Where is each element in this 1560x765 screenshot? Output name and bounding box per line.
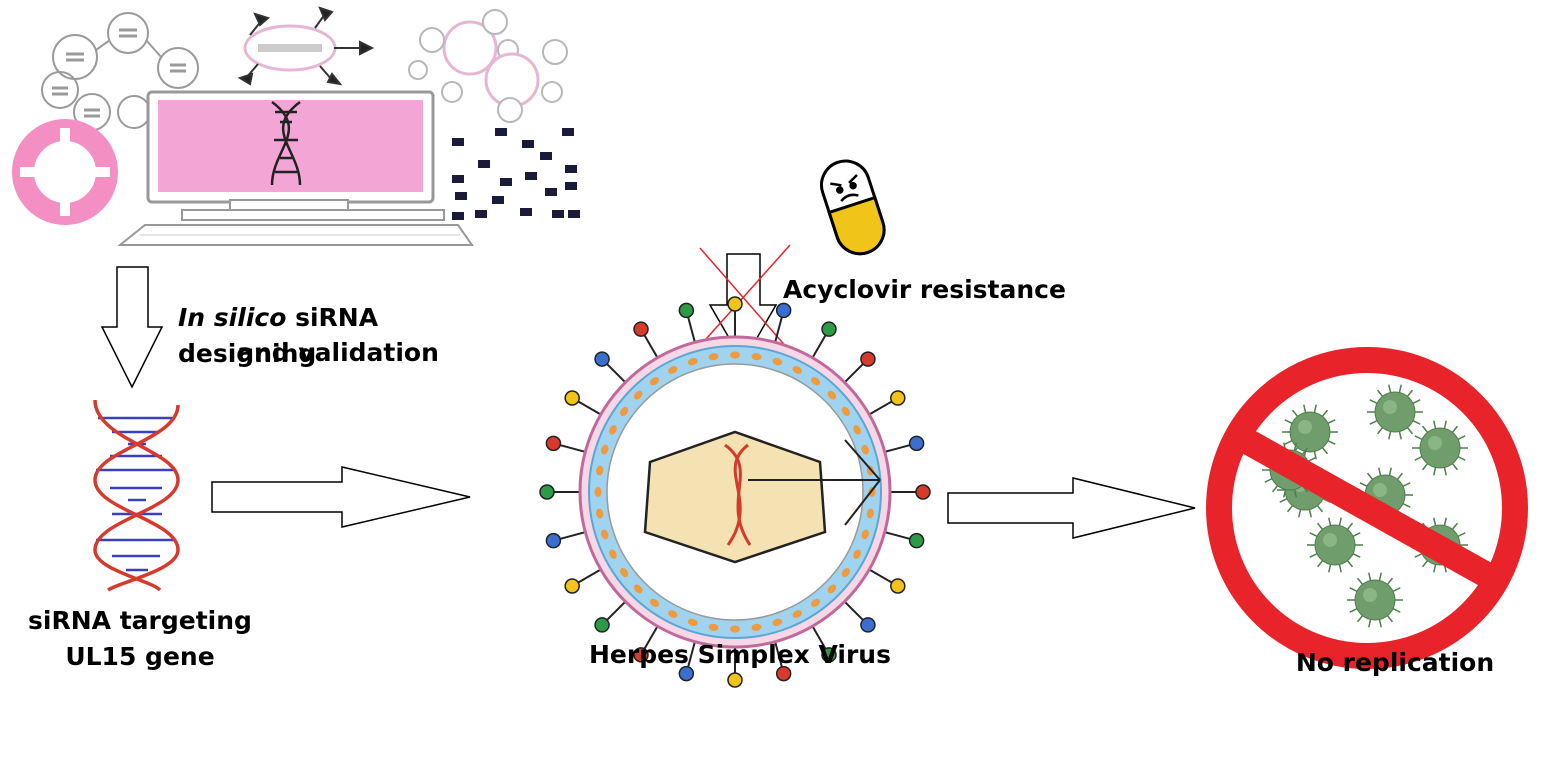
tegument-dot	[687, 618, 698, 626]
tegument-dot	[730, 351, 740, 359]
tegument-dot	[620, 567, 629, 578]
tegument-dot	[792, 366, 802, 374]
virus-spike-head	[775, 302, 792, 319]
tegument-dot	[751, 623, 762, 631]
tegument-dot	[866, 508, 874, 519]
tegument-dot	[792, 610, 802, 618]
no-replication-sign-icon	[1206, 347, 1528, 669]
tegument-dot	[861, 529, 869, 540]
virus-spike-head	[908, 532, 925, 549]
right-arrow-to-virus	[211, 466, 471, 528]
acyclovir-label: Acyclovir resistance	[783, 275, 1066, 304]
tegument-dot	[649, 377, 660, 386]
tegument-dot	[861, 444, 869, 455]
tegument-dot	[841, 406, 850, 417]
sirna-label-line1: siRNA targeting	[28, 606, 252, 635]
down-arrow-left	[100, 266, 164, 389]
virus-spike-head	[678, 665, 695, 682]
virus-spike-head	[545, 435, 562, 452]
tegument-dot	[687, 358, 698, 366]
tegument-dot	[841, 567, 850, 578]
sirna-label-line2: UL15 gene	[65, 642, 215, 671]
virus-spike-head	[539, 484, 555, 500]
tegument-dot	[751, 353, 762, 361]
tegument-dot	[649, 598, 660, 607]
in-silico-label-line2: and validation	[237, 338, 439, 367]
tegument-dot	[810, 598, 821, 607]
virus-spike-head	[821, 321, 837, 337]
mini-virus-icon	[1347, 572, 1403, 628]
tegument-dot	[596, 465, 604, 476]
tegument-dot	[633, 390, 643, 400]
angry-pill-icon	[820, 159, 886, 256]
virus-spike-head	[890, 578, 906, 594]
tegument-dot	[668, 610, 678, 618]
tegument-dot	[601, 444, 609, 455]
virus-spike-head	[908, 435, 925, 452]
virus-spike-head	[775, 665, 792, 682]
virus-spike-head	[890, 390, 906, 406]
hsv-label: Herpes Simplex Virus	[588, 640, 891, 669]
tegument-dot	[594, 487, 602, 497]
virus-spike-head	[633, 321, 649, 337]
tegument-dot	[810, 377, 821, 386]
virus-spike-head	[545, 532, 562, 549]
mini-virus-icon	[1282, 404, 1338, 460]
no-replication-label: No replication	[1295, 648, 1495, 677]
virus-spike-head	[594, 351, 610, 367]
tegument-dot	[827, 584, 837, 594]
virus-spike-head	[633, 647, 649, 663]
computer-dna-icon	[12, 6, 580, 246]
mini-virus-icon	[1412, 420, 1468, 476]
tegument-dot	[633, 584, 643, 594]
virus-spike-head	[860, 617, 876, 633]
tegument-dot	[609, 425, 617, 435]
tegument-dot	[708, 623, 719, 631]
virus-spike-head	[564, 578, 580, 594]
in-silico-rest: siRNA designing	[178, 303, 379, 368]
tegument-dot	[668, 366, 678, 374]
virus-spike-head	[727, 672, 743, 688]
mini-virus-icon	[1367, 384, 1423, 440]
tegument-dot	[601, 529, 609, 540]
herpes-virus-icon	[539, 296, 931, 688]
tegument-dot	[708, 353, 719, 361]
tegument-dot	[620, 406, 629, 417]
virus-spike-head	[594, 617, 610, 633]
virus-spike-head	[860, 351, 876, 367]
tegument-dot	[772, 618, 783, 626]
virus-spike-head	[915, 484, 931, 500]
in-silico-label: In silico siRNA designing	[178, 300, 508, 372]
tegument-dot	[609, 549, 617, 559]
tegument-dot	[827, 390, 837, 400]
in-silico-italic: In silico	[178, 303, 287, 332]
virus-spike-head	[678, 302, 695, 319]
tegument-dot	[772, 358, 783, 366]
blocked-down-arrow	[708, 253, 778, 364]
dna-helix-icon	[93, 399, 180, 592]
virus-spike-head	[821, 647, 837, 663]
virus-spike-head	[727, 296, 743, 312]
virus-spike-head	[564, 390, 580, 406]
tegument-dot	[596, 508, 604, 519]
mini-virus-icon	[1307, 517, 1363, 573]
tegument-dot	[853, 425, 861, 435]
tegument-dot	[853, 549, 861, 559]
right-arrow-to-result	[947, 477, 1196, 539]
tegument-dot	[730, 625, 740, 633]
